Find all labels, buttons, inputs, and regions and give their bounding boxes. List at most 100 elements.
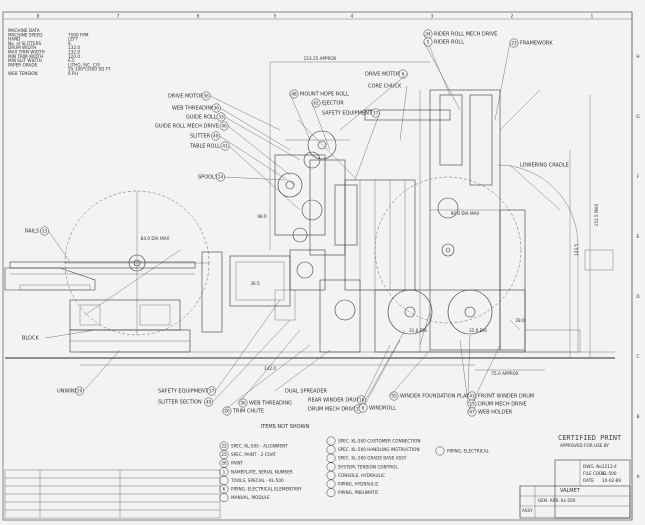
machine-data-value: 7000 FPM	[68, 32, 89, 37]
callout-number: 26	[224, 409, 230, 414]
callout-number: 46	[221, 124, 227, 129]
callout-bubble	[222, 406, 232, 416]
callout-number: 47	[469, 410, 475, 415]
callout-number: 37	[373, 111, 379, 116]
callout-label: SPOOLS	[198, 175, 218, 181]
dimension-label: 28.0	[515, 318, 525, 323]
callout-number: 43	[469, 394, 475, 399]
dimension-label: 75.0 APPROX	[491, 371, 519, 376]
callout-label: WINDER FOUNDATION PLAN	[400, 394, 470, 400]
note-left-text: PAINT	[231, 461, 243, 466]
callout-label: GUIDE ROLL	[186, 115, 217, 121]
callout-bubble	[289, 89, 299, 99]
callout-label: FRAMEWORK	[520, 41, 553, 47]
company-name: VALMET	[560, 488, 581, 494]
grid-col-3: 3	[431, 14, 434, 19]
callout-label: DRUM MECH DRIVE	[308, 407, 357, 413]
note-left-number: 22	[221, 444, 227, 449]
safety-cage	[344, 179, 416, 291]
callout-label: SAFETY EQUIPMENT	[322, 111, 373, 117]
dimension-label: 153.25 APPROX	[304, 56, 337, 61]
revision-table	[4, 469, 221, 519]
callout-number: 13	[42, 229, 48, 234]
callout-label: RIDER ROLL MECH DRIVE	[434, 32, 497, 38]
machine-data-value: LEFT	[68, 37, 78, 42]
unwind-frame	[69, 299, 181, 331]
dimension-label: 90.0 DIA MAX	[451, 211, 480, 216]
dimension-label: 151.5 MAX	[594, 204, 599, 227]
callout-number: 13	[469, 402, 475, 407]
dimension-label: 31.0 DIA	[469, 328, 487, 333]
note-left-text: SPEC. PAINT - 2 COAT	[231, 452, 276, 457]
callout-number: 13	[356, 407, 362, 412]
grid-col-4: 4	[351, 14, 354, 19]
callout-number: 49	[206, 400, 212, 405]
callout-label: LOWERING CRADLE	[520, 163, 569, 169]
assy-label: ASSY	[522, 508, 533, 513]
drawing-number: 1212-4	[602, 464, 617, 469]
callout-bubble	[423, 37, 433, 47]
note-left-text: SPEC. KL-500 - ALIGNMENT	[231, 444, 288, 449]
note-left-text: NAMEPLATE, SERIAL NUMBER	[231, 469, 293, 474]
dimension-label: 142.0	[264, 366, 276, 371]
callout-number: 6	[362, 406, 365, 411]
machine-data-value: 9	[68, 41, 71, 46]
grid-col-6: 6	[197, 14, 200, 19]
callout-label: SAFETY EQUIPMENT	[158, 389, 209, 395]
machine-data-label: MIN TRIM WIDTH	[8, 54, 43, 59]
callout-label: SLITTER	[190, 134, 211, 140]
note-mid-text: PIPING, HYDRAULIC	[338, 482, 379, 487]
winder-section	[334, 89, 614, 353]
dimension-label: 36.5	[250, 281, 260, 286]
callout-label: RAILS	[25, 229, 39, 235]
note-left-text: PIPING, ELECTRICAL ELEMENTARY	[231, 487, 302, 492]
machine-data-label: MIN SLIT WIDTH	[8, 58, 42, 63]
guide-roll-circle	[307, 130, 337, 160]
note-left-number: 6	[223, 487, 226, 492]
callout-number: 48	[291, 92, 297, 97]
callout-number: 35	[391, 394, 397, 399]
machine-data-label: DRUM WIDTH	[8, 45, 36, 50]
grid-row-G: G	[636, 114, 639, 119]
machine-data-label: HAND	[8, 37, 20, 42]
title-block	[519, 459, 631, 519]
machine-data-value: LITHO, S/C, C/S	[68, 62, 100, 67]
grid-row-D: D	[636, 294, 639, 299]
machine-data-label: WEB TENSION	[8, 71, 38, 76]
grid-col-1: 1	[591, 14, 594, 19]
dimension-label: 98.0	[257, 214, 267, 219]
grid-row-F: F	[637, 174, 640, 179]
machine-data-label: MAX TRIM WIDTH	[8, 50, 45, 55]
callout-number: 36	[214, 106, 220, 111]
note-right-text: PIPING, ELECTRICAL	[447, 449, 490, 454]
note-mid-text: PIPING, PNEUMATIC	[338, 490, 379, 495]
callout-label: UNWIND	[57, 389, 79, 395]
notes-title: ITEMS NOT SHOWN	[261, 424, 310, 430]
callout-label: SLITTER SECTION	[158, 400, 202, 406]
grid-row-C: C	[637, 354, 640, 359]
callout-label: GUIDE ROLL MECH DRIVE	[155, 124, 219, 130]
callout-number: 6	[402, 72, 405, 77]
note-mid-text: SPEC. KL-500 GRADE BASE ASSY	[338, 456, 407, 461]
note-left-number: 25	[221, 452, 227, 457]
callout-label: TRIM CHUTE	[232, 409, 264, 415]
certified-print-stamp: CERTIFIED PRINT	[558, 434, 622, 442]
note-mid-text: CONSOLE, HYDRAULIC	[338, 473, 385, 478]
machine-data-label: PAPER GRADE	[8, 62, 38, 67]
note-left-text: MANUAL, MODULE	[231, 495, 270, 500]
stamp-subline: APPROVED FOR USE BY	[560, 443, 609, 448]
callout-label: TABLE ROLL	[189, 144, 220, 150]
callout-number: 41	[222, 144, 228, 149]
callout-label: WEB HOLDER	[478, 410, 513, 416]
callout-label: RIDER ROLL	[434, 40, 464, 46]
machine-data-value: 132.0	[68, 50, 80, 55]
callout-label: WEB THREADING	[249, 401, 292, 407]
callout-bubble	[358, 403, 368, 413]
callout-label: DRUM MECH DRIVE	[478, 402, 527, 408]
machine-data-value: 55-100*/3300 SQ FT	[68, 67, 111, 72]
